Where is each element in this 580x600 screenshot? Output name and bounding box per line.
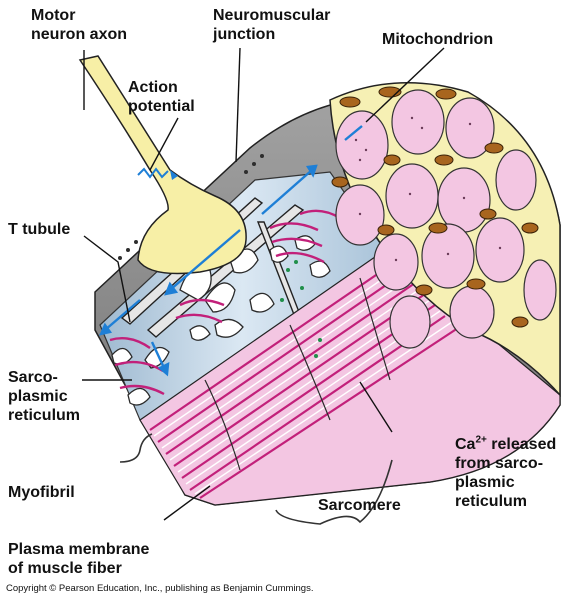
label-mitochondrion: Mitochondrion [382, 31, 494, 48]
myofibril-dots [354, 116, 502, 262]
leader-lines [82, 47, 445, 521]
action-potential-arrowhead [170, 170, 178, 180]
label-sarcomere: Sarcomere [318, 497, 401, 514]
calcium-ions [280, 260, 322, 358]
label-ca-released: Ca2+ released from sarco- plasmic reticu… [455, 434, 557, 510]
myofibril-brace [119, 433, 153, 463]
label-t-tubule: T tubule [8, 221, 71, 238]
impulse-arrows [98, 125, 363, 377]
mitochondria [331, 86, 539, 328]
label-sarcoplasmic-reticulum: Sarco- plasmic reticulum [8, 369, 81, 424]
label-plasma-membrane: Plasma membrane of muscle fiber [8, 541, 150, 577]
label-myofibril: Myofibril [8, 484, 75, 501]
copyright-notice: Copyright © Pearson Education, Inc., pub… [6, 583, 314, 594]
action-potential-arrow [137, 167, 169, 179]
label-motor-neuron-axon: Motor neuron axon [31, 7, 128, 43]
label-neuromuscular-junction: Neuromuscular junction [213, 7, 331, 43]
sarcomere-brace [275, 459, 393, 525]
label-action-potential: Action potential [128, 79, 195, 115]
sr-tubules-magenta [109, 209, 341, 396]
